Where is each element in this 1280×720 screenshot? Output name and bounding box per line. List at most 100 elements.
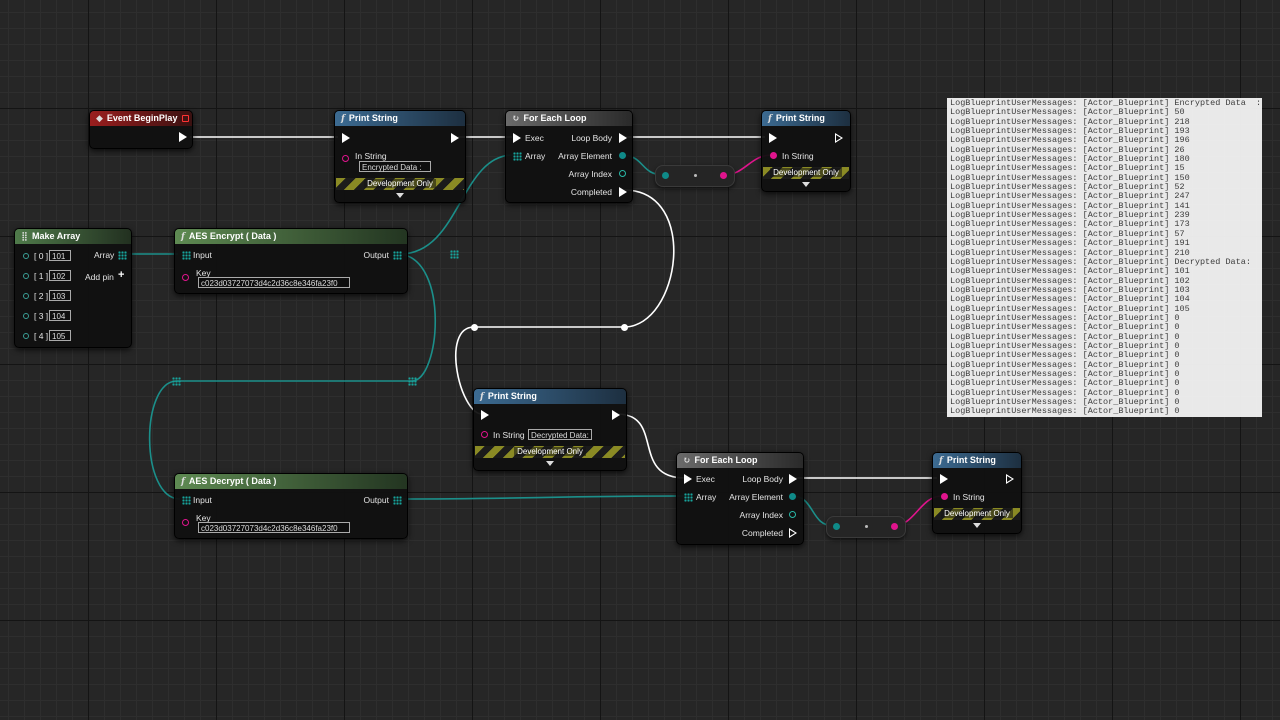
array-element-label: Array Element bbox=[558, 151, 612, 161]
node-header: ◆Event BeginPlay bbox=[90, 111, 192, 126]
key-input[interactable]: c023d03727073d4c2d36c8e346fa23f0 bbox=[198, 277, 350, 288]
for-each-loop-node[interactable]: ↻For Each Loop Exec Array Loop Body Arra… bbox=[676, 452, 804, 545]
exec-out-pin[interactable] bbox=[1006, 474, 1014, 484]
node-title: For Each Loop bbox=[523, 113, 587, 123]
output-array-pin[interactable] bbox=[393, 496, 402, 505]
in-string-label: In String bbox=[782, 151, 814, 161]
exec-reroute-knot[interactable] bbox=[471, 324, 478, 331]
in-string-label: In String bbox=[953, 492, 985, 502]
reroute-node[interactable] bbox=[826, 516, 906, 538]
reroute-in-pin[interactable] bbox=[662, 172, 669, 179]
event-beginplay-node[interactable]: ◆Event BeginPlay bbox=[89, 110, 193, 149]
item-pin[interactable] bbox=[23, 313, 29, 319]
reroute-out-pin[interactable] bbox=[720, 172, 727, 179]
exec-out-pin[interactable] bbox=[451, 133, 459, 143]
output-log-panel[interactable]: LogBlueprintUserMessages: [Actor_Bluepri… bbox=[947, 98, 1262, 417]
log-line: LogBlueprintUserMessages: [Actor_Bluepri… bbox=[950, 266, 1190, 277]
output-array-pin[interactable] bbox=[393, 251, 402, 260]
for-each-loop-node[interactable]: ↻For Each Loop Exec Array Loop Body Arra… bbox=[505, 110, 633, 203]
development-only-bar: Development Only bbox=[336, 178, 464, 190]
completed-pin[interactable] bbox=[789, 528, 797, 538]
in-string-input[interactable]: Decrypted Data: bbox=[528, 429, 592, 440]
reroute-dot bbox=[694, 174, 697, 177]
in-string-pin[interactable] bbox=[770, 152, 777, 159]
item-pin[interactable] bbox=[23, 333, 29, 339]
exec-out-pin[interactable] bbox=[179, 132, 187, 142]
loop-body-label: Loop Body bbox=[571, 133, 612, 143]
delegate-pin-icon[interactable] bbox=[182, 115, 189, 122]
item-value-input[interactable]: 105 bbox=[49, 330, 71, 341]
add-pin-plus-icon[interactable]: + bbox=[118, 269, 125, 281]
key-pin[interactable] bbox=[182, 519, 189, 526]
array-label: Array bbox=[696, 492, 717, 502]
reroute-dot bbox=[865, 525, 868, 528]
exec-in-pin[interactable] bbox=[769, 133, 777, 143]
in-string-input[interactable]: Encrypted Data : bbox=[359, 161, 431, 172]
item-pin[interactable] bbox=[23, 273, 29, 279]
log-line: LogBlueprintUserMessages: [Actor_Bluepri… bbox=[950, 210, 1190, 221]
log-line: LogBlueprintUserMessages: [Actor_Bluepri… bbox=[950, 340, 1180, 351]
log-line: LogBlueprintUserMessages: [Actor_Bluepri… bbox=[950, 135, 1190, 146]
array-element-pin[interactable] bbox=[619, 152, 626, 159]
item-value-input[interactable]: 102 bbox=[49, 270, 71, 281]
reroute-node[interactable] bbox=[655, 165, 735, 187]
item-pin[interactable] bbox=[23, 253, 29, 259]
array-index-pin[interactable] bbox=[789, 511, 796, 518]
array-grid-icon[interactable] bbox=[513, 152, 522, 161]
log-line: LogBlueprintUserMessages: [Actor_Bluepri… bbox=[950, 331, 1180, 342]
reroute-in-pin[interactable] bbox=[833, 523, 840, 530]
input-array-pin[interactable] bbox=[182, 496, 191, 505]
item-value-input[interactable]: 104 bbox=[49, 310, 71, 321]
exec-in-pin[interactable] bbox=[513, 133, 521, 143]
expand-chevron-icon[interactable] bbox=[396, 193, 404, 198]
exec-in-pin[interactable] bbox=[481, 410, 489, 420]
node-title: For Each Loop bbox=[694, 455, 758, 465]
in-string-pin[interactable] bbox=[342, 155, 349, 162]
exec-out-pin[interactable] bbox=[612, 410, 620, 420]
exec-in-pin[interactable] bbox=[684, 474, 692, 484]
item-value-input[interactable]: 103 bbox=[49, 290, 71, 301]
array-output-pin[interactable] bbox=[118, 251, 127, 260]
log-line: LogBlueprintUserMessages: [Actor_Bluepri… bbox=[950, 294, 1190, 305]
reroute-out-pin[interactable] bbox=[891, 523, 898, 530]
exec-reroute-knot[interactable] bbox=[621, 324, 628, 331]
in-string-pin[interactable] bbox=[481, 431, 488, 438]
in-string-pin[interactable] bbox=[941, 493, 948, 500]
array-index-pin[interactable] bbox=[619, 170, 626, 177]
development-only-label: Development Only bbox=[770, 168, 842, 177]
log-line: LogBlueprintUserMessages: [Actor_Bluepri… bbox=[950, 284, 1190, 295]
array-output-label: Array bbox=[94, 250, 115, 260]
loop-body-pin[interactable] bbox=[789, 474, 797, 484]
array-reroute-knot[interactable] bbox=[172, 377, 181, 386]
loop-body-pin[interactable] bbox=[619, 133, 627, 143]
expand-chevron-icon[interactable] bbox=[802, 182, 810, 187]
completed-pin[interactable] bbox=[619, 187, 627, 197]
array-reroute-knot[interactable] bbox=[450, 250, 459, 259]
key-pin[interactable] bbox=[182, 274, 189, 281]
completed-label: Completed bbox=[741, 528, 783, 538]
item-pin[interactable] bbox=[23, 293, 29, 299]
exec-in-pin[interactable] bbox=[342, 133, 350, 143]
array-grid-icon[interactable] bbox=[684, 493, 693, 502]
input-array-pin[interactable] bbox=[182, 251, 191, 260]
exec-in-pin[interactable] bbox=[940, 474, 948, 484]
array-element-pin[interactable] bbox=[789, 493, 796, 500]
log-line: LogBlueprintUserMessages: [Actor_Bluepri… bbox=[950, 397, 1180, 407]
make-array-node[interactable]: ⣿Make Array Array Add pin + [ 0 ] 101 [ … bbox=[14, 228, 132, 348]
expand-chevron-icon[interactable] bbox=[546, 461, 554, 466]
item-value-input[interactable]: 101 bbox=[49, 250, 71, 261]
key-input[interactable]: c023d03727073d4c2d36c8e346fa23f0 bbox=[198, 522, 350, 533]
log-line: LogBlueprintUserMessages: [Actor_Bluepri… bbox=[950, 378, 1180, 389]
add-pin-label[interactable]: Add pin bbox=[85, 272, 114, 282]
expand-chevron-icon[interactable] bbox=[973, 523, 981, 528]
exec-out-pin[interactable] bbox=[835, 133, 843, 143]
array-reroute-knot[interactable] bbox=[408, 377, 417, 386]
